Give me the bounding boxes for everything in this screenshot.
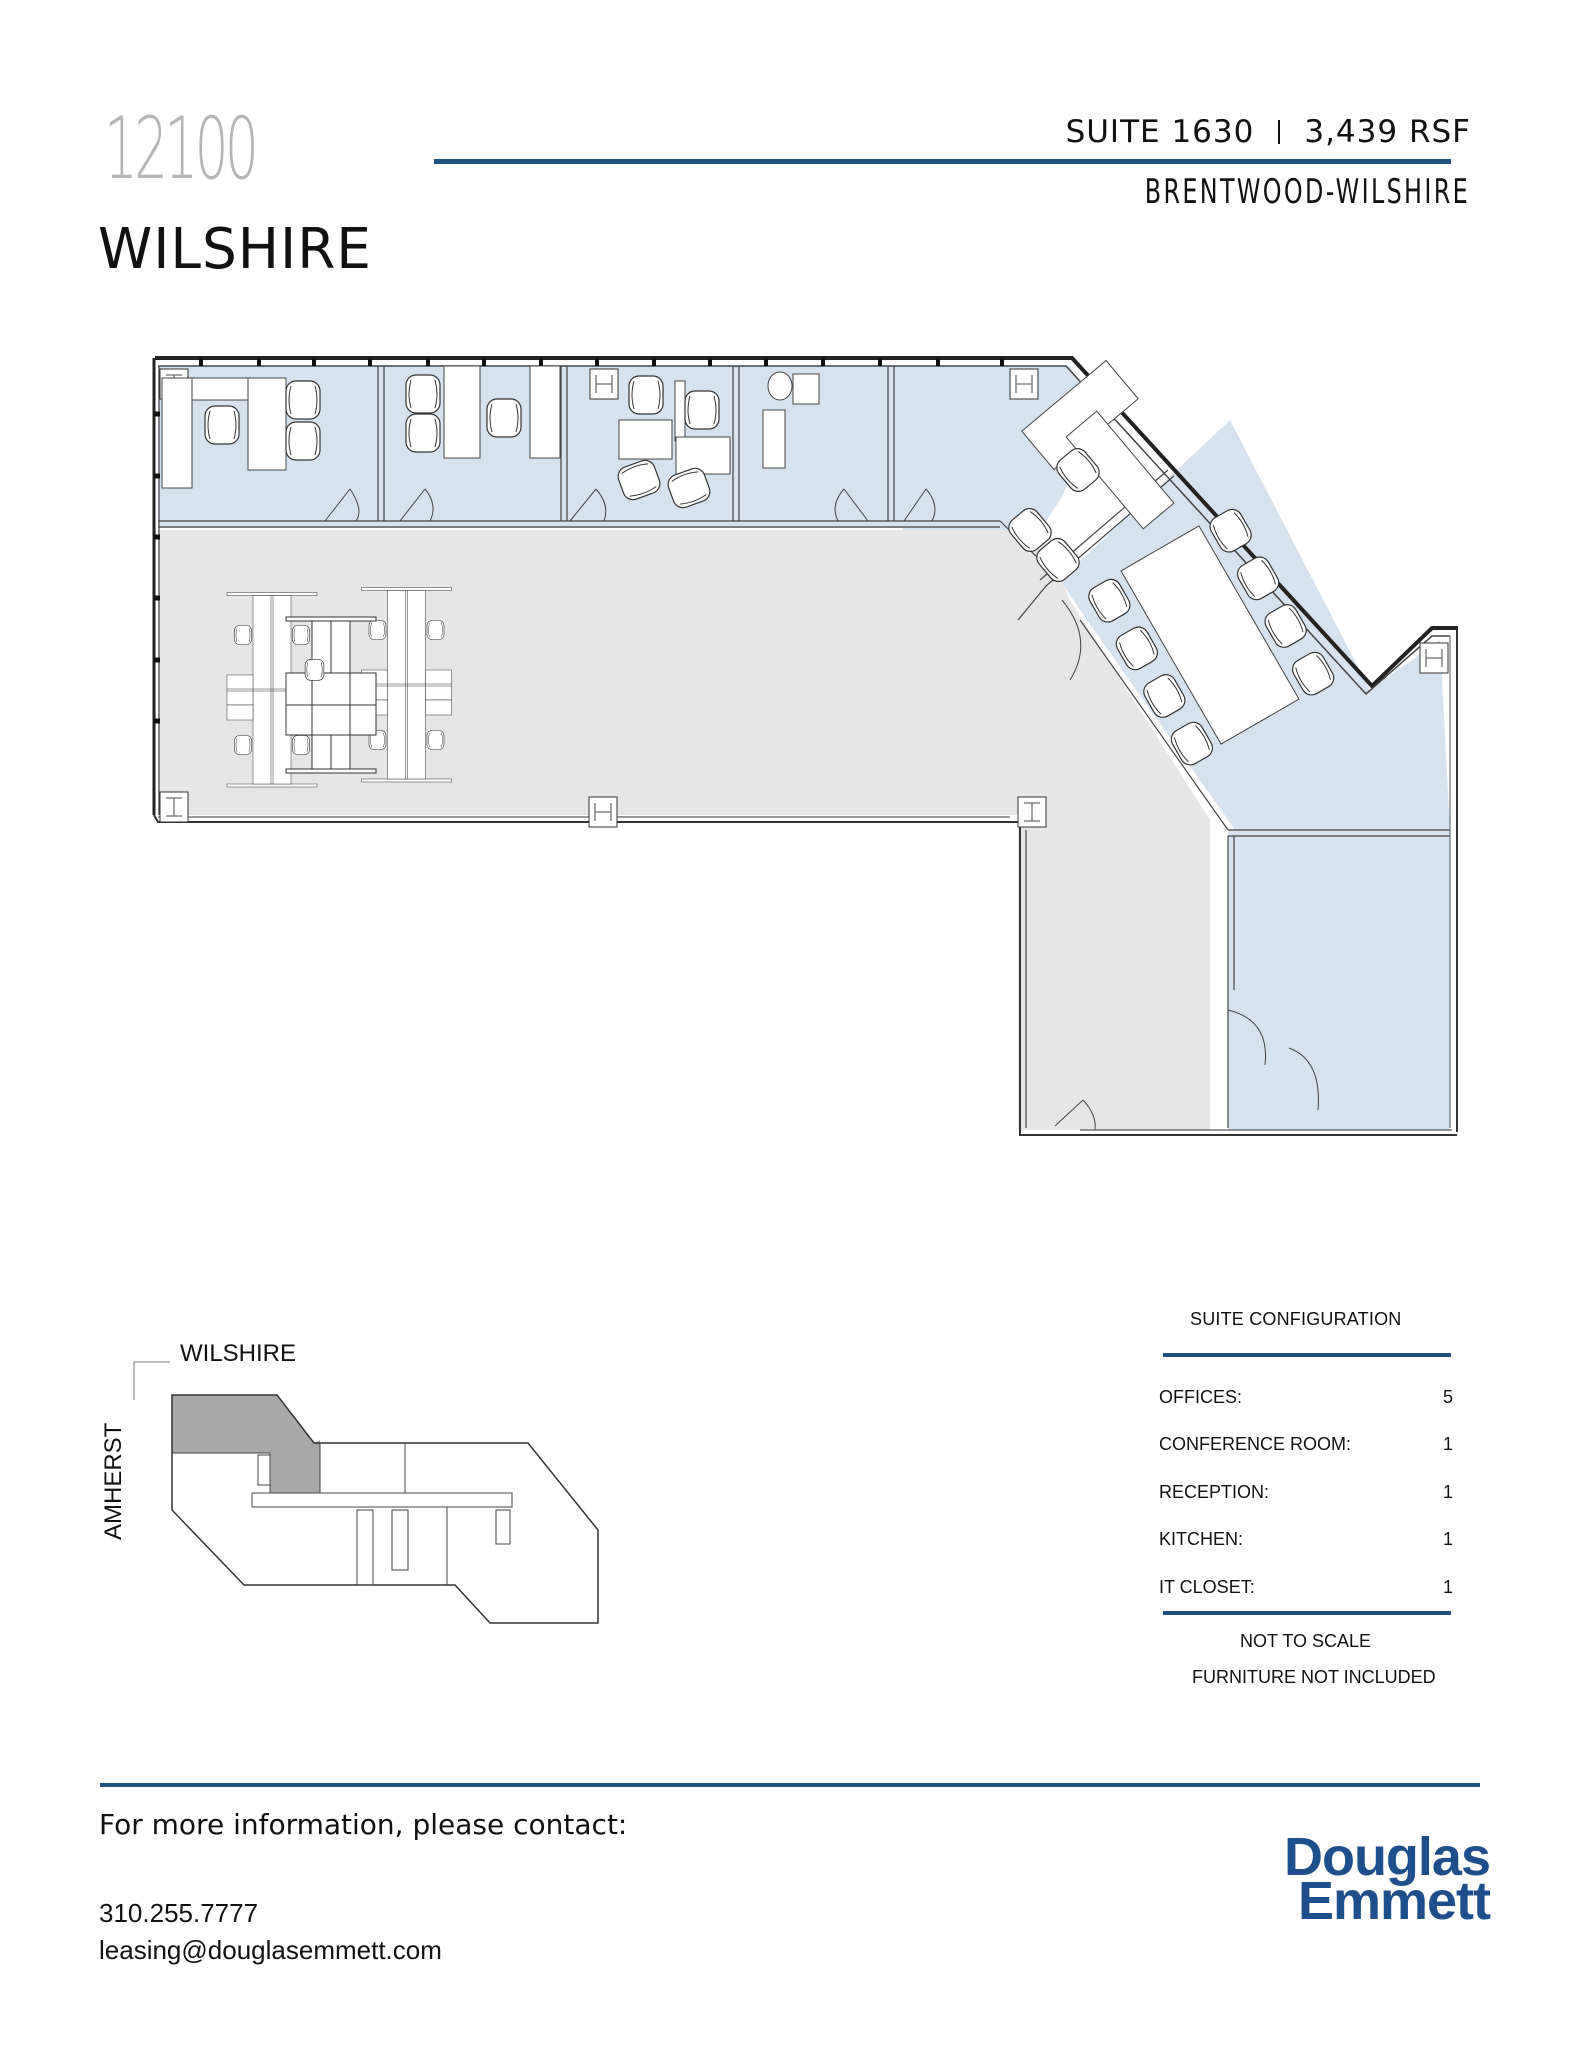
logo-line-2: Emmett bbox=[1297, 1871, 1491, 1931]
config-rule-top bbox=[1163, 1353, 1451, 1357]
suite-area: 3,439 RSF bbox=[1304, 114, 1471, 150]
footer-rule bbox=[100, 1783, 1480, 1787]
header-rule bbox=[434, 159, 1451, 164]
config-title: SUITE CONFIGURATION bbox=[1190, 1309, 1402, 1329]
config-value: 1 bbox=[1442, 1577, 1453, 1597]
separator bbox=[1278, 120, 1281, 144]
building-number: 12100 bbox=[104, 99, 259, 199]
config-label: OFFICES: bbox=[1159, 1387, 1243, 1407]
district-name: BRENTWOOD-WILSHIRE bbox=[1144, 172, 1470, 212]
key-plan-street-amherst: AMHERST bbox=[100, 1422, 127, 1540]
config-value: 1 bbox=[1442, 1434, 1453, 1454]
config-rule-bottom bbox=[1163, 1611, 1451, 1615]
config-value: 5 bbox=[1442, 1387, 1453, 1407]
floor-plan bbox=[152, 356, 1458, 1136]
key-plan-street-wilshire: WILSHIRE bbox=[180, 1340, 297, 1367]
building-name: WILSHIRE bbox=[98, 217, 372, 282]
config-label: CONFERENCE ROOM: bbox=[1159, 1434, 1352, 1454]
note-furniture: FURNITURE NOT INCLUDED bbox=[1192, 1667, 1436, 1687]
suite-info: SUITE 1630 3,439 RSF bbox=[1066, 114, 1471, 150]
key-plan bbox=[133, 1361, 599, 1624]
config-value: 1 bbox=[1442, 1529, 1453, 1549]
config-value: 1 bbox=[1442, 1482, 1453, 1502]
suite-number: SUITE 1630 bbox=[1065, 114, 1255, 150]
logo-line-1: Douglas bbox=[1283, 1827, 1491, 1887]
contact-email[interactable]: leasing@douglasemmett.com bbox=[99, 1935, 442, 1965]
note-not-to-scale: NOT TO SCALE bbox=[1240, 1631, 1372, 1651]
contact-title: For more information, please contact: bbox=[99, 1808, 628, 1841]
config-label: RECEPTION: bbox=[1159, 1482, 1270, 1502]
config-label: IT CLOSET: bbox=[1159, 1577, 1255, 1597]
config-label: KITCHEN: bbox=[1159, 1529, 1244, 1549]
douglas-emmett-logo: Douglas Emmett bbox=[1250, 1827, 1491, 1931]
contact-phone[interactable]: 310.255.7777 bbox=[99, 1898, 259, 1928]
